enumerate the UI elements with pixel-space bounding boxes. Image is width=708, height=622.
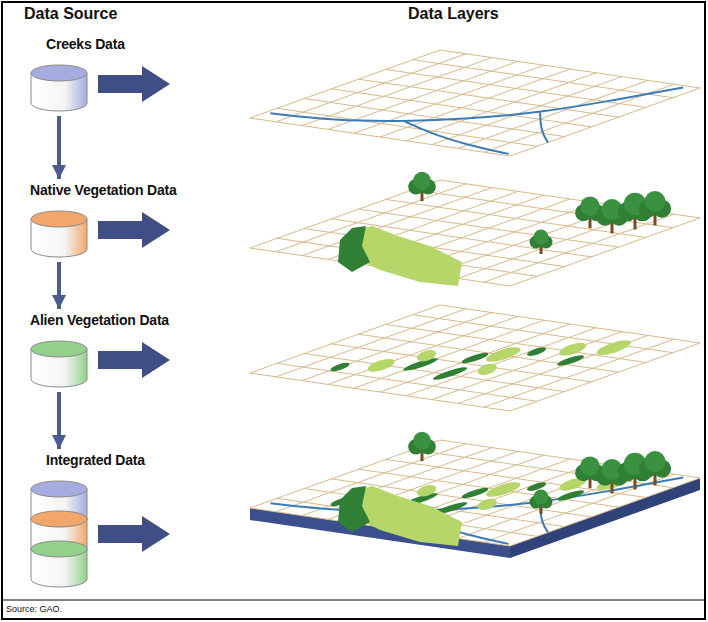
- creek-line: [270, 87, 683, 121]
- alien-patch: [476, 497, 498, 513]
- forest-area: [338, 486, 370, 532]
- alien-patch: [556, 353, 584, 367]
- tree: [530, 490, 553, 515]
- database-cylinder: Alien Vegetation Data: [20, 312, 169, 388]
- alien-patch: [330, 361, 351, 373]
- source-name: Alien Vegetation Data: [20, 312, 169, 328]
- alien-patch: [432, 365, 468, 382]
- layer-arrow: [98, 66, 170, 102]
- source-name: Integrated Data: [20, 452, 145, 468]
- creek-line: [540, 113, 548, 143]
- alien-patch: [556, 488, 584, 502]
- flow-arrow: [57, 262, 61, 309]
- grid-layer: [250, 305, 700, 411]
- alien-patch: [485, 479, 522, 500]
- tree: [408, 432, 436, 461]
- alien-patch: [476, 362, 498, 378]
- grid-layer: [250, 50, 700, 156]
- source-name: Creeks Data: [20, 36, 125, 52]
- separator-line: [2, 600, 705, 601]
- tree: [639, 451, 671, 485]
- tree: [408, 172, 436, 201]
- cylinder-shape: [30, 210, 88, 258]
- grid-layer: [250, 432, 700, 558]
- alien-patch: [415, 348, 437, 364]
- column-heading: Data Layers: [408, 5, 499, 23]
- database-cylinder: Native Vegetation Data: [20, 182, 177, 258]
- alien-patch: [366, 356, 396, 374]
- creek-line: [405, 122, 509, 154]
- alien-patch: [595, 337, 632, 358]
- database-cylinder: Creeks Data: [20, 36, 125, 112]
- flow-arrow: [57, 392, 61, 449]
- cylinder-shape: [30, 340, 88, 388]
- source-name: Native Vegetation Data: [20, 182, 177, 198]
- alien-patch: [461, 351, 489, 365]
- cylinder-shape: [30, 480, 88, 588]
- alien-patch: [415, 483, 437, 499]
- tree: [639, 191, 671, 225]
- alien-patch: [461, 486, 489, 500]
- forest-area: [338, 226, 370, 272]
- database-cylinder: Integrated Data: [20, 452, 145, 588]
- cylinder-shape: [30, 64, 88, 112]
- flow-arrow: [57, 116, 61, 179]
- source-note: Source: GAO.: [6, 604, 62, 614]
- layer-arrows: [98, 66, 170, 552]
- alien-patch: [485, 344, 522, 365]
- alien-patch: [526, 346, 547, 358]
- layer-arrow: [98, 516, 170, 552]
- column-heading: Data Source: [24, 5, 117, 23]
- layer-arrow: [98, 342, 170, 378]
- tree: [530, 230, 553, 255]
- layer-arrow: [98, 212, 170, 248]
- grid-layer: [250, 172, 700, 286]
- map-layers: [250, 50, 700, 558]
